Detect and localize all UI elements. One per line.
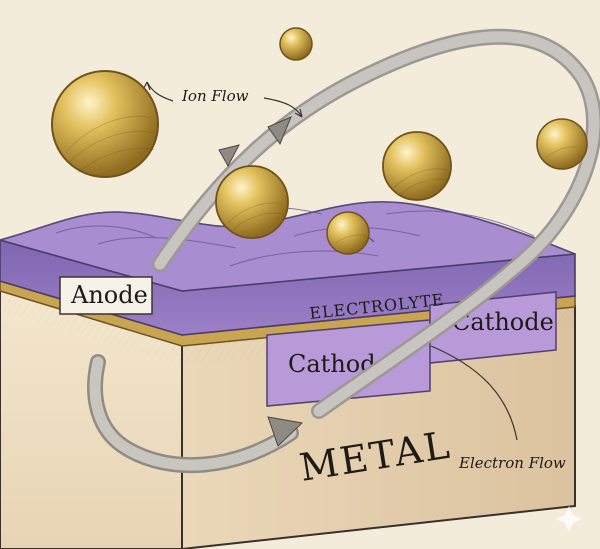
ion-sphere-surface [327, 212, 369, 254]
ion-sphere-middle-left [216, 166, 288, 238]
ion-sphere-middle-right [383, 132, 451, 200]
electron-flow-label: Electron Flow [458, 454, 566, 472]
ion-sphere-right [537, 119, 587, 169]
ion-flow-label: Ion Flow [181, 87, 249, 105]
ion-sphere-top [280, 28, 312, 60]
anode-label: Anode [70, 281, 148, 309]
